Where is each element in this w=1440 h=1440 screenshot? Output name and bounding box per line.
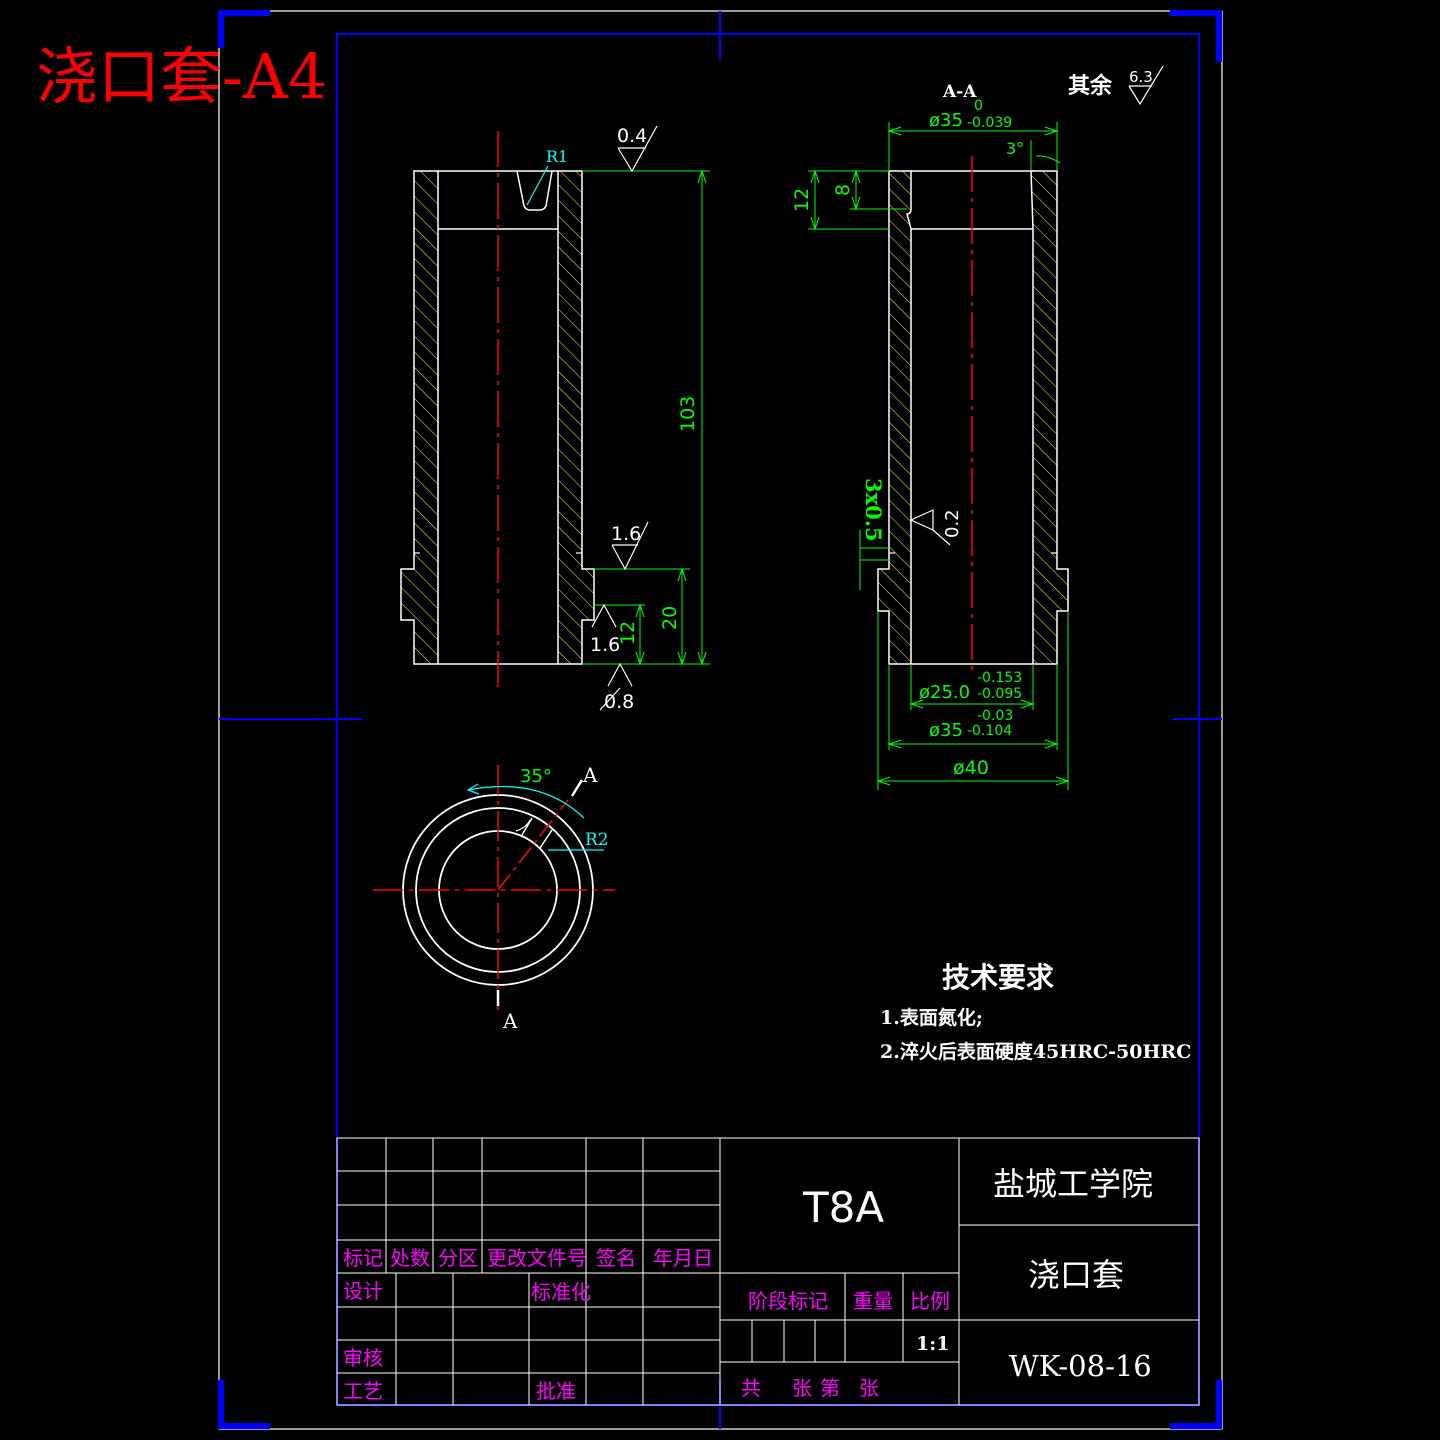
scale-value: 1:1 <box>916 1333 949 1355</box>
sheets-unit: 张 <box>792 1376 812 1400</box>
angle-35: 35° <box>520 766 552 787</box>
front-right-wall <box>557 170 595 665</box>
dia25: ø25.0 <box>919 682 970 703</box>
dia40: ø40 <box>953 757 989 779</box>
dia35-top: ø35 <box>929 110 963 131</box>
rev-h-mark: 标记 <box>343 1246 383 1270</box>
front-left-wall <box>400 170 439 665</box>
drawing-no: WK-08-16 <box>1009 1349 1152 1383</box>
sheet-title: 浇口套-A4 <box>36 40 327 113</box>
section-left-wall <box>877 170 912 665</box>
sheets-unit2: 张 <box>859 1376 879 1400</box>
r1-label: R1 <box>546 147 568 166</box>
front-view: R1 0.4 103 20 12 1.6 1.6 0.8 <box>400 125 710 713</box>
rev-h-sign: 签名 <box>596 1246 636 1270</box>
label-review: 审核 <box>343 1346 383 1370</box>
dim-12-front: 12 <box>617 621 639 645</box>
chamfer: 3x0.5 <box>861 478 886 542</box>
section-a-top: A <box>582 763 598 787</box>
title-block <box>336 1137 1200 1406</box>
other-finish: 其余 <box>1068 73 1113 99</box>
tech-requirements: 技术要求 1.表面氮化; 2.淬火后表面硬度45HRC-50HRC <box>880 961 1191 1063</box>
sheets-total: 共 <box>741 1376 761 1400</box>
dim-20: 20 <box>659 606 681 630</box>
label-weight: 重量 <box>853 1289 893 1313</box>
dim-12-section: 12 <box>791 188 813 212</box>
dim-103: 103 <box>677 396 699 432</box>
rough-top: 0.4 <box>617 125 647 147</box>
part-name: 浇口套 <box>1028 1256 1124 1294</box>
section-view: A-A 其余 6.3 ø35 0 -0.039 3° <box>791 65 1164 790</box>
sheets-nth: 第 <box>820 1376 840 1400</box>
label-scale: 比例 <box>910 1289 950 1313</box>
label-approve: 批准 <box>536 1379 576 1403</box>
tech-item-2: 2.淬火后表面硬度45HRC-50HRC <box>880 1040 1191 1063</box>
label-design: 设计 <box>343 1279 383 1303</box>
dia35-top-tol-lower: -0.039 <box>967 115 1012 131</box>
dim-8: 8 <box>832 184 854 196</box>
rev-h-doc: 更改文件号 <box>487 1246 587 1270</box>
dia35-bot-tol-upper: -0.03 <box>977 708 1013 724</box>
r2-label: R2 <box>585 830 609 850</box>
section-a-bottom: A <box>502 1009 518 1033</box>
label-stage: 阶段标记 <box>748 1289 828 1313</box>
dia25-tol-upper: -0.153 <box>977 670 1022 686</box>
dia35-bot: ø35 <box>929 720 963 741</box>
section-label: A-A <box>942 82 977 102</box>
dia35-top-tol-upper: 0 <box>974 98 983 114</box>
other-finish-value: 6.3 <box>1129 68 1153 86</box>
tech-heading: 技术要求 <box>942 961 1054 994</box>
tech-item-1: 1.表面氮化; <box>880 1006 983 1029</box>
rev-h-zone: 分区 <box>438 1246 478 1270</box>
section-right-wall <box>1030 170 1069 665</box>
rev-h-date: 年月日 <box>653 1246 713 1270</box>
material: T8A <box>802 1183 884 1232</box>
rough-inner: 0.2 <box>942 509 963 538</box>
angle-3: 3° <box>1006 139 1024 158</box>
title-block-text: T8A 盐城工学院 浇口套 WK-08-16 标记 处数 分区 更改文件号 签名… <box>343 1165 1153 1403</box>
label-process: 工艺 <box>343 1379 383 1403</box>
dia35-bot-tol-lower: -0.104 <box>967 723 1012 739</box>
school: 盐城工学院 <box>993 1165 1153 1203</box>
top-view: A A 35° R2 <box>373 763 615 1033</box>
rev-h-count: 处数 <box>390 1246 430 1270</box>
rough-low: 1.6 <box>590 634 620 656</box>
dia25-tol-lower: -0.095 <box>977 686 1022 702</box>
label-standardize: 标准化 <box>531 1280 591 1304</box>
rough-bottom: 0.8 <box>604 691 634 713</box>
rough-mid: 1.6 <box>611 523 641 545</box>
